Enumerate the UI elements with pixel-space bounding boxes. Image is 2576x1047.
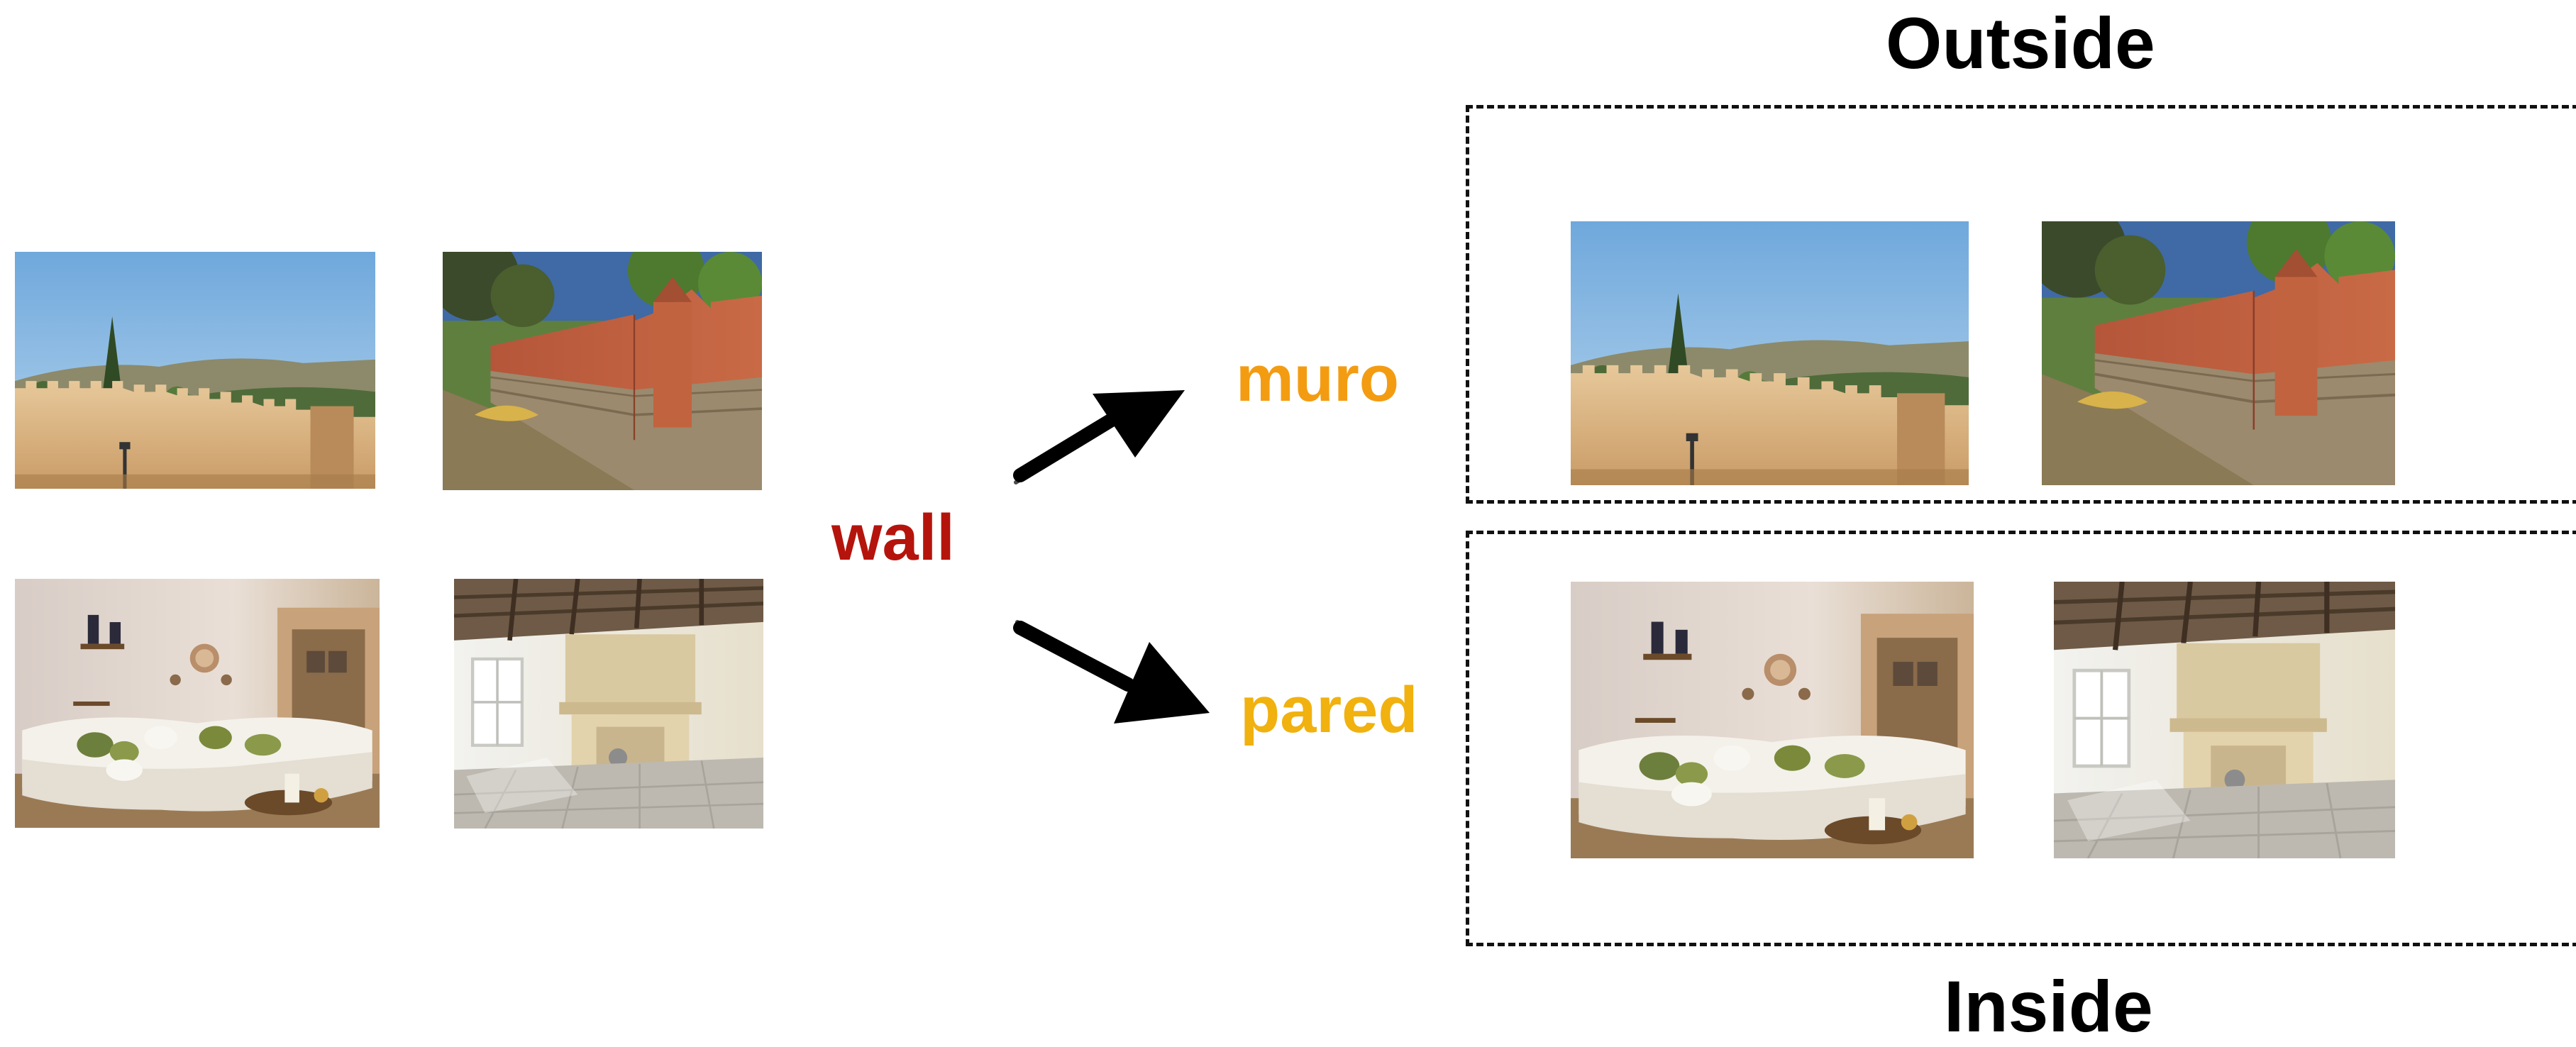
- living-room-photo-left: [15, 579, 380, 828]
- brick-wall-photo-left: [443, 252, 762, 490]
- living-room-photo-inside: [1571, 582, 1974, 858]
- inside-group-label: Inside: [1944, 966, 2153, 1047]
- arrow-to-pared: [1013, 620, 1210, 724]
- brick-wall-photo-outside: [2042, 221, 2395, 485]
- source-word-wall: wall: [831, 502, 955, 574]
- arrow-to-muro: [1013, 390, 1185, 484]
- target-word-muro: muro: [1236, 343, 1399, 415]
- empty-room-photo-inside: [2054, 582, 2395, 858]
- city-wall-photo-outside: [1571, 221, 1969, 485]
- empty-room-photo-left: [454, 579, 763, 829]
- inside-group-box: [1466, 531, 2576, 946]
- outside-group-label: Outside: [1886, 3, 2155, 84]
- city-wall-photo-left: [15, 252, 375, 489]
- target-word-pared: pared: [1240, 674, 1418, 746]
- outside-group-box: [1466, 105, 2576, 504]
